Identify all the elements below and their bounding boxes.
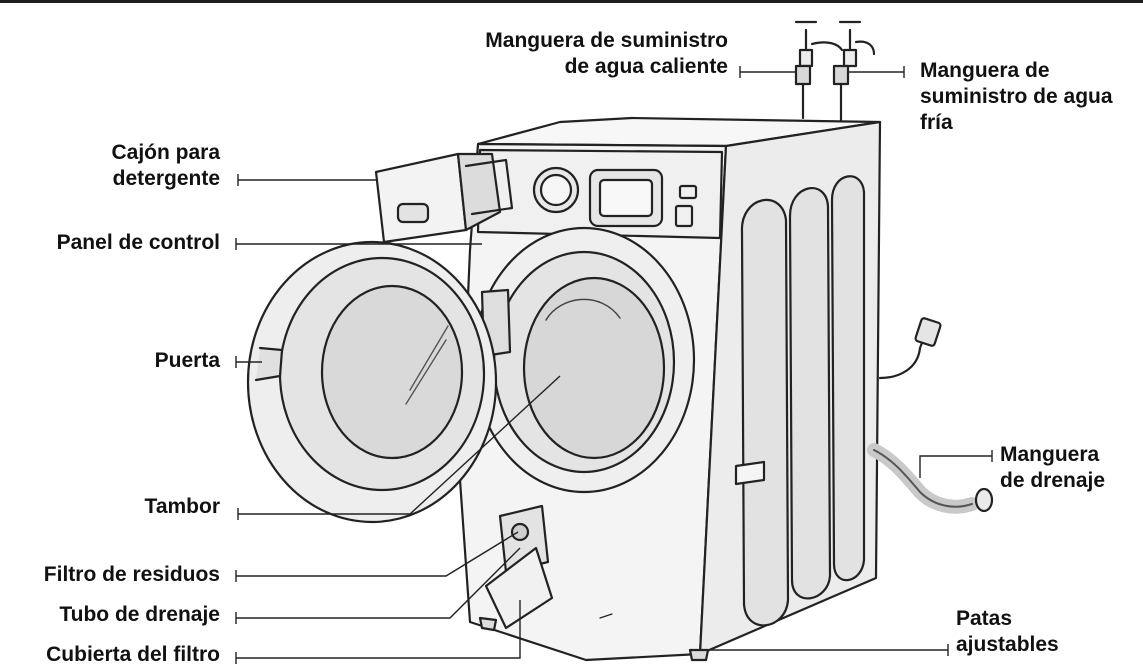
side-panel-1: [740, 198, 790, 627]
label-drain-tube: Tubo de drenaje: [4, 602, 220, 628]
label-control-panel-line1: Panel de control: [56, 231, 220, 254]
adjustable-foot: [688, 648, 710, 662]
leader-drum: [237, 375, 561, 520]
label-hot-water-hose-line1: Manguera de suministro: [485, 29, 728, 52]
label-cold-water-hose-line2: suministro de agua: [920, 85, 1113, 108]
label-drain-hose-line1: Manguera: [1000, 443, 1100, 466]
label-detergent-drawer-line2: detergente: [112, 167, 220, 190]
leader-drain-hose: [919, 450, 993, 478]
label-adjustable-feet-line2: ajustables: [956, 633, 1059, 656]
side-panel-3: [830, 175, 866, 582]
drum: [522, 276, 666, 460]
leader-door: [235, 356, 262, 368]
label-debris-filter-line1: Filtro de residuos: [43, 563, 220, 586]
hot-hose-fitting: [794, 64, 812, 86]
label-door-line1: Puerta: [154, 349, 220, 372]
label-drain-hose: Manguera de drenaje: [1000, 442, 1140, 494]
label-hot-water-hose: Manguera de suministro de agua caliente: [412, 28, 728, 80]
leader-detergent-drawer: [237, 174, 376, 186]
power-cord: [878, 330, 928, 380]
top-border: [0, 0, 1143, 3]
label-hot-water-hose-line2: de agua caliente: [564, 55, 728, 78]
cold-tap: [838, 20, 862, 68]
door-glass: [320, 284, 464, 460]
label-debris-filter: Filtro de residuos: [4, 562, 220, 588]
leader-drain-tube: [235, 547, 521, 624]
label-drum: Tambor: [100, 494, 220, 520]
label-cold-water-hose: Manguera de suministro de agua fría: [920, 58, 1140, 136]
label-cold-water-hose-line3: fría: [920, 111, 953, 134]
label-adjustable-feet-line1: Patas: [956, 607, 1013, 630]
label-drum-line1: Tambor: [144, 495, 220, 518]
label-cold-water-hose-line1: Manguera de: [920, 59, 1050, 82]
hot-tap: [794, 20, 818, 68]
label-control-panel: Panel de control: [10, 230, 220, 256]
label-drain-tube-line1: Tubo de drenaje: [59, 603, 220, 626]
label-filter-cover: Cubierta del filtro: [4, 642, 220, 668]
leader-cold-hose: [848, 66, 905, 78]
leader-debris-filter: [235, 531, 519, 582]
leader-feet: [700, 644, 949, 656]
label-door: Puerta: [100, 348, 220, 374]
cold-hose-fitting: [832, 64, 850, 86]
filter-cover-flap: [484, 546, 554, 630]
label-detergent-drawer: Cajón para detergente: [40, 140, 220, 192]
leader-control-panel: [235, 238, 482, 250]
side-panel-2: [788, 187, 832, 600]
label-drain-hose-line2: de drenaje: [1000, 469, 1106, 492]
label-filter-cover-line1: Cubierta del filtro: [46, 643, 220, 666]
label-detergent-drawer-line1: Cajón para: [111, 141, 220, 164]
detergent-drawer-front: [374, 152, 468, 244]
leader-filter-cover: [235, 600, 521, 664]
label-adjustable-feet: Patas ajustables: [956, 606, 1106, 658]
leader-hot-hose: [739, 66, 796, 78]
